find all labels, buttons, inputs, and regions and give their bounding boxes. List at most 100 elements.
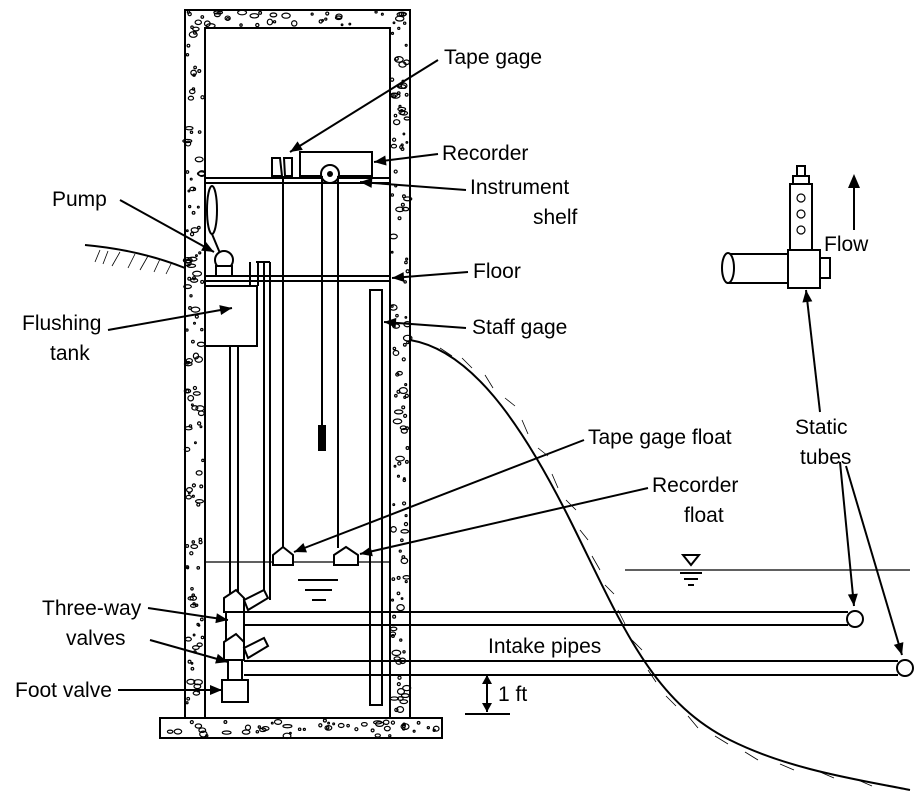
concrete-pebble	[400, 693, 410, 699]
concrete-pebble	[190, 661, 194, 665]
concrete-pebble	[192, 321, 197, 325]
concrete-pebble	[394, 393, 398, 398]
tape-gage-float	[272, 545, 294, 566]
concrete-pebble	[396, 370, 403, 376]
concrete-pebble	[360, 721, 368, 727]
instrument-shelf	[205, 177, 390, 184]
concrete-pebble	[192, 385, 198, 391]
concrete-pebble	[310, 12, 314, 16]
flow-arrow-icon	[848, 174, 860, 230]
concrete-pebble	[223, 720, 228, 724]
concrete-pebble	[337, 722, 345, 729]
concrete-pebble	[197, 623, 201, 627]
concrete-pebble	[397, 26, 401, 31]
concrete-pebble	[249, 13, 260, 19]
concrete-pebble	[200, 15, 205, 19]
concrete-pebble	[393, 169, 398, 174]
concrete-pebble	[400, 597, 404, 600]
concrete-pebble	[404, 315, 408, 319]
concrete-pebble	[258, 10, 263, 15]
concrete-pebble	[392, 119, 401, 126]
concrete-pebble	[404, 579, 408, 584]
concrete-pebble	[380, 12, 384, 16]
concrete-pebble	[397, 675, 402, 680]
concrete-pebble	[396, 688, 406, 695]
label-staff-gage: Staff gage	[472, 316, 567, 339]
concrete-pebble	[399, 425, 407, 431]
concrete-pebble	[190, 339, 195, 344]
concrete-pebble	[190, 586, 194, 591]
concrete-pebble	[327, 721, 331, 725]
flushing-tank-leader	[107, 305, 233, 331]
concrete-pebble	[196, 171, 206, 177]
concrete-pebble	[187, 659, 192, 664]
recorder-box	[299, 151, 373, 548]
concrete-pebble	[199, 484, 204, 489]
label-static-tubes-1: Static	[795, 416, 848, 439]
label-three-way-valves-1: Three-way	[42, 597, 142, 620]
concrete-pebble	[188, 88, 196, 95]
concrete-pebble	[395, 313, 399, 318]
foot-valve-leader	[118, 685, 222, 695]
instrument-shelf-leader	[359, 177, 467, 191]
concrete-pebble	[324, 17, 328, 21]
concrete-pebble	[184, 125, 194, 131]
concrete-pebble	[191, 593, 196, 598]
concrete-pebble	[189, 231, 195, 237]
three-way-valves-upper-leader	[147, 607, 229, 624]
recorder-leader	[373, 153, 439, 166]
concrete-pebble	[394, 15, 405, 22]
concrete-pebble	[389, 304, 398, 311]
pump-leader	[119, 199, 215, 253]
floor	[205, 275, 390, 282]
concrete-pebble	[374, 733, 381, 738]
shelter-walls	[159, 9, 443, 740]
concrete-pebble	[396, 705, 405, 713]
concrete-pebble	[194, 723, 203, 729]
concrete-pebble	[397, 106, 407, 112]
concrete-pebble	[281, 12, 291, 19]
static-tube-detail	[721, 165, 831, 289]
concrete-pebble	[401, 501, 407, 506]
concrete-pebble	[412, 729, 416, 733]
label-floor: Floor	[473, 260, 521, 283]
concrete-pebble	[221, 730, 232, 735]
concrete-pebble	[392, 418, 403, 425]
concrete-pebble	[402, 342, 407, 347]
concrete-pebble	[374, 721, 385, 727]
label-flow: Flow	[824, 233, 869, 256]
concrete-pebble	[390, 193, 395, 197]
intake-pipes	[244, 610, 914, 677]
concrete-pebble	[194, 603, 199, 607]
concrete-pebble	[404, 260, 408, 265]
tape-gage	[271, 157, 293, 548]
concrete-pebble	[401, 194, 406, 199]
concrete-pebble	[187, 189, 191, 193]
concrete-pebble	[187, 95, 195, 101]
label-tape-gage: Tape gage	[444, 46, 542, 69]
label-flushing-tank-1: Flushing	[22, 312, 101, 335]
concrete-pebble	[395, 206, 405, 213]
concrete-pebble	[400, 202, 405, 207]
concrete-pebble	[241, 729, 251, 735]
label-one-ft: 1 ft	[498, 683, 527, 706]
concrete-pebble	[198, 727, 207, 734]
concrete-pebble	[255, 729, 260, 734]
concrete-pebble	[389, 631, 397, 637]
concrete-pebble	[324, 725, 333, 731]
water-surface-triangle-icon	[680, 554, 702, 567]
staff-gage	[369, 289, 383, 706]
concrete-pebble	[185, 258, 192, 264]
concrete-pebble	[390, 31, 395, 35]
concrete-pebble	[374, 10, 378, 14]
concrete-pebble	[393, 113, 398, 118]
concrete-pebble	[391, 577, 396, 582]
concrete-pebble	[186, 566, 190, 570]
concrete-pebble	[195, 470, 203, 476]
concrete-pebble	[173, 728, 183, 735]
concrete-pebble	[370, 728, 375, 733]
concrete-pebble	[191, 210, 196, 215]
left-ground	[84, 244, 186, 275]
concrete-pebble	[402, 684, 412, 692]
